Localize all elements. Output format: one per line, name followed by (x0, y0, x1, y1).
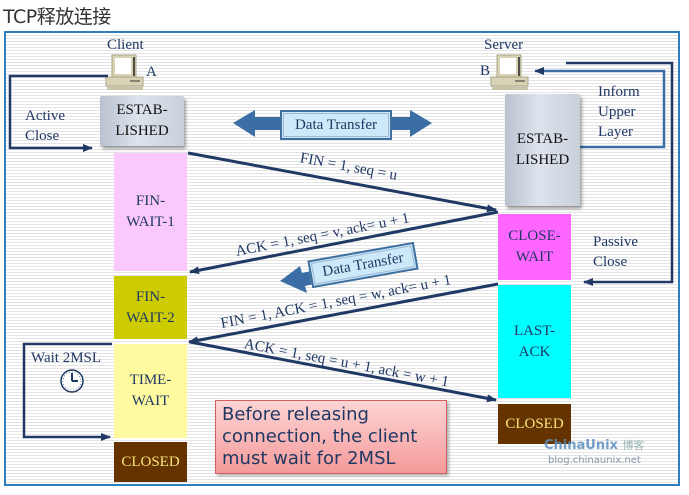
server-state-established: ESTAB- LISHED (505, 94, 580, 206)
wait-2msl-label: Wait 2MSL (31, 350, 102, 366)
client-host-letter: A (146, 64, 157, 80)
clock-icon (60, 369, 84, 393)
client-state-established: ESTAB- LISHED (100, 96, 184, 146)
state-line1: CLOSE- (508, 228, 561, 244)
message-arrow-fin-ack (188, 282, 499, 345)
client-state-fin-wait-2: FIN- WAIT-2 (114, 276, 187, 339)
state-line1: LAST- (513, 322, 556, 339)
server-state-close-wait: CLOSE- WAIT (498, 214, 571, 280)
data-transfer-label: Data Transfer (280, 110, 392, 140)
watermark-brand-text: ChinaUnix (544, 438, 618, 453)
note-line2: connection, the client (222, 426, 418, 447)
state-line2: ACK (518, 343, 551, 360)
state-line2: LISHED (115, 123, 169, 139)
client-state-closed: CLOSED (114, 442, 187, 482)
server-label: Server (484, 37, 524, 53)
passive-close-label-line2: Close (593, 254, 628, 270)
inform-upper-layer-label: Inform Upper Layer (598, 82, 640, 142)
state-line1: TIME- (129, 372, 172, 388)
active-close-label-line2: Close (25, 128, 60, 144)
message-arrow-last-ack (189, 340, 497, 403)
client-state-fin-wait-1: FIN- WAIT-1 (114, 153, 187, 271)
client-computer-icon (105, 54, 144, 90)
client-state-time-wait: TIME- WAIT (114, 344, 187, 438)
watermark-brand-cn: 博客 (622, 439, 645, 452)
client-label: Client (107, 37, 144, 53)
state-line2: WAIT (515, 249, 554, 265)
watermark-brand: ChinaUnix 博客 (544, 437, 644, 453)
server-host-letter: B (480, 63, 491, 79)
active-close-arrow (8, 74, 108, 152)
inform-label-line3: Layer (598, 124, 633, 140)
inform-upper-layer-arrow (534, 67, 666, 149)
state-line2: WAIT-1 (126, 214, 175, 230)
passive-close-arrow (566, 61, 674, 286)
state-line1: FIN- (135, 288, 166, 305)
state-line2: WAIT-2 (126, 309, 175, 326)
state-line1: ESTAB- (516, 131, 569, 147)
passive-close-label-line1: Passive (593, 234, 638, 250)
page-title: TCP释放连接 (3, 6, 111, 28)
state-line2: LISHED (515, 152, 570, 168)
message-arrow-fin (187, 151, 497, 213)
watermark-url: blog.chinaunix.net (548, 455, 641, 466)
note-box: Before releasing connection, the client … (215, 400, 447, 474)
state-line2: WAIT (131, 393, 170, 409)
note-line1: Before releasing (222, 404, 369, 425)
server-state-closed: CLOSED (498, 404, 571, 444)
server-state-last-ack: LAST- ACK (498, 285, 571, 398)
inform-label-line1: Inform (598, 84, 640, 100)
inform-label-line2: Upper (598, 104, 636, 120)
state-line1: ESTAB- (116, 102, 168, 118)
server-computer-icon (490, 54, 529, 90)
message-arrow-ack (189, 210, 499, 275)
passive-close-label: Passive Close (593, 232, 638, 272)
data-transfer-double-arrow (233, 110, 432, 137)
note-line3: must wait for 2MSL (222, 448, 396, 469)
active-close-label-line1: Active (25, 108, 65, 124)
wait-2msl-arrow (22, 342, 112, 441)
state-line1: FIN- (135, 193, 166, 209)
active-close-label: Active Close (25, 106, 65, 146)
